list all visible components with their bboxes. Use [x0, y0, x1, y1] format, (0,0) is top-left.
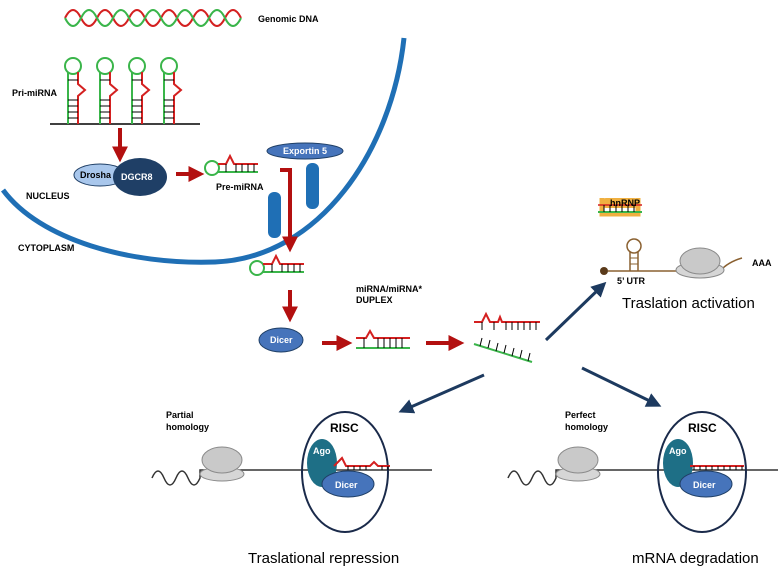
- ago-protein-degradation: [663, 439, 693, 487]
- mirna-bound-repression: [333, 456, 390, 470]
- ribosome-repression: [199, 446, 245, 482]
- utr-label: 5’ UTR: [617, 276, 646, 286]
- nucleus-label: NUCLEUS: [26, 191, 70, 201]
- dicer-protein: [258, 327, 304, 353]
- partial-homology-line2: homology: [166, 422, 209, 432]
- nuclear-membrane: [0, 37, 407, 265]
- risc-complex-repression: [301, 411, 389, 533]
- translational-repression-label: Traslational repression: [248, 550, 399, 567]
- dgcr8-protein: [113, 158, 167, 196]
- exportin-label: Exportin 5: [283, 146, 327, 156]
- perfect-homology-line1: Perfect: [565, 410, 596, 420]
- duplex-label-line1: miRNA/miRNA*: [356, 284, 423, 294]
- pre-mirna-label: Pre-miRNA: [216, 182, 264, 192]
- dicer-label-degradation: Dicer: [693, 480, 716, 490]
- arrow-export: [280, 168, 298, 253]
- pri-mirna-hairpins: [50, 57, 200, 125]
- pri-mirna-label: Pri-miRNA: [12, 88, 58, 98]
- arrow-to-activation: [544, 281, 607, 342]
- hnrnp-complex: [598, 198, 642, 217]
- mrna-repression: [151, 469, 432, 486]
- dicer-degradation: [679, 470, 733, 498]
- genomic-dna-label: Genomic DNA: [258, 14, 319, 24]
- dgcr8-label: DGCR8: [121, 172, 153, 182]
- dicer-label: Dicer: [270, 335, 293, 345]
- risc-label-degradation: RISC: [688, 421, 717, 435]
- nuclear-pore-left: [268, 192, 281, 238]
- exportin-5: [266, 142, 344, 160]
- mirna-duplex: [356, 328, 410, 349]
- mrna-degradation-strand: [507, 469, 778, 486]
- drosha-label: Drosha: [80, 170, 112, 180]
- hnrnp-label: hnRNP: [610, 198, 640, 208]
- nuclear-pore-right: [306, 163, 319, 209]
- perfect-homology-line2: homology: [565, 422, 608, 432]
- arrow-to-degradation: [581, 366, 662, 407]
- ago-label-degradation: Ago: [669, 446, 687, 456]
- arrow-to-repression: [398, 373, 485, 414]
- duplex-label-line2: DUPLEX: [356, 295, 393, 305]
- ribosome-activation: [675, 247, 725, 279]
- risc-label-repression: RISC: [330, 421, 359, 435]
- risc-complex-degradation: [657, 411, 747, 533]
- cytoplasm-label: CYTOPLASM: [18, 243, 74, 253]
- translation-activation-label: Traslation activation: [622, 295, 755, 312]
- pre-mirna: [204, 153, 258, 176]
- dicer-repression: [321, 470, 375, 498]
- polya-label: AAA: [752, 258, 772, 268]
- partial-homology-line1: Partial: [166, 410, 194, 420]
- genomic-dna-helix: [64, 9, 242, 27]
- ago-label-repression: Ago: [313, 446, 331, 456]
- mrna-degradation-label: mRNA degradation: [632, 550, 759, 567]
- ribosome-degradation: [555, 446, 601, 482]
- separated-strands: [473, 311, 540, 363]
- mirna-bound-degradation: [690, 465, 744, 470]
- cytoplasmic-pre-mirna: [249, 253, 304, 276]
- dicer-label-repression: Dicer: [335, 480, 358, 490]
